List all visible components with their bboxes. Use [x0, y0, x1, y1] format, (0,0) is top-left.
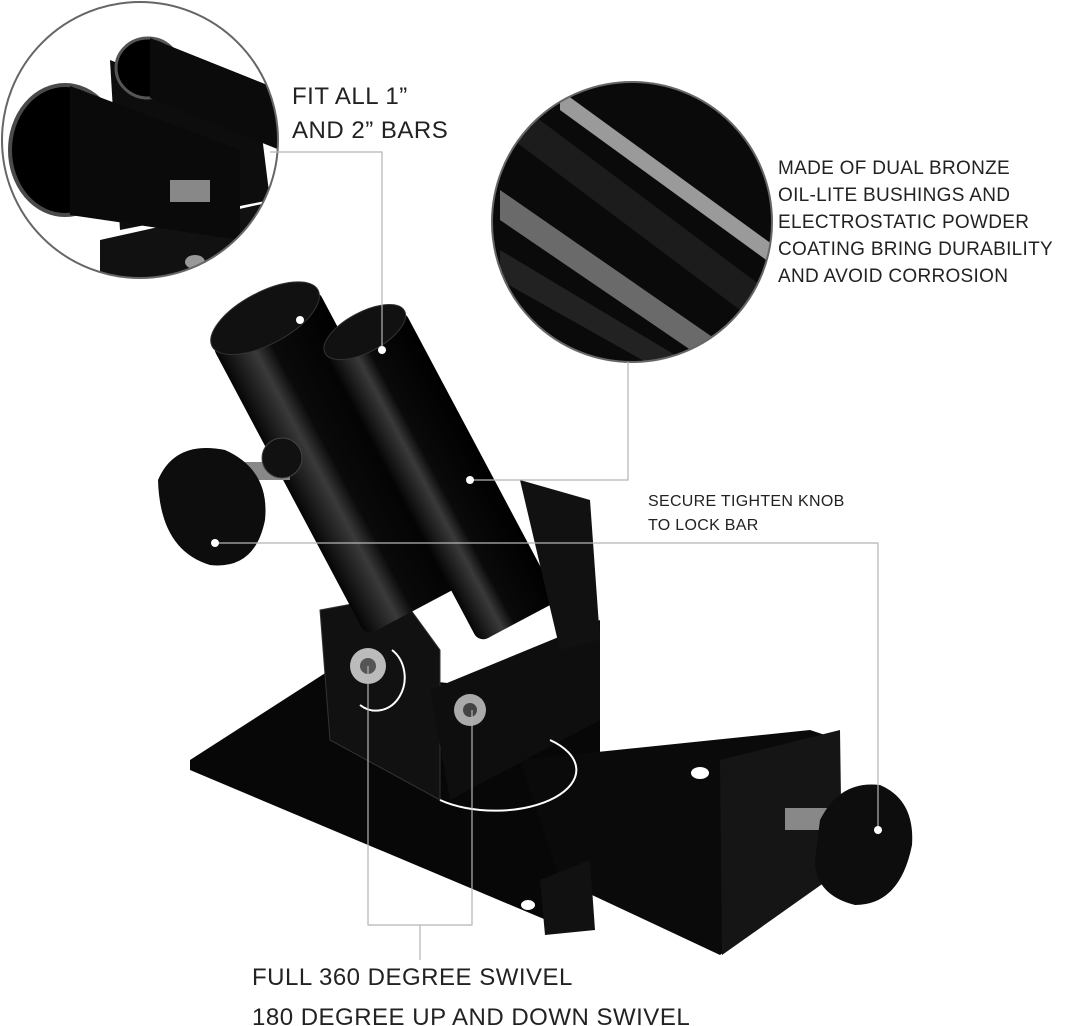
- leader-lines: [215, 151, 879, 960]
- callout-line: MADE OF DUAL BRONZE: [778, 158, 1010, 179]
- callout-line: OIL-LITE BUSHINGS AND: [778, 185, 1011, 206]
- callout-material: MADE OF DUAL BRONZE OIL-LITE BUSHINGS AN…: [778, 155, 1053, 290]
- rotate-arrow-icon: [359, 649, 406, 712]
- callout-line: 180 DEGREE UP AND DOWN SWIVEL: [252, 1004, 691, 1026]
- callout-bars: FIT ALL 1” AND 2” BARS: [292, 80, 448, 148]
- callout-swivel: FULL 360 DEGREE SWIVEL 180 DEGREE UP AND…: [252, 958, 690, 1026]
- callout-line: COATING BRING DURABILITY: [778, 239, 1053, 260]
- callout-line: AND AVOID CORROSION: [778, 266, 1009, 287]
- t-bar-landmine-attachment: [158, 281, 913, 955]
- detail-circle-border: [1, 1, 279, 279]
- detail-circle-coating: [492, 82, 772, 362]
- swivel-arrow-icon: [439, 739, 578, 812]
- detail-circle-tube-ends: [2, 2, 278, 278]
- callout-line: SECURE TIGHTEN KNOB: [648, 493, 845, 510]
- knob-left-icon: [158, 448, 266, 566]
- callout-line: FIT ALL 1”: [292, 83, 408, 110]
- knob-right-icon: [815, 784, 913, 905]
- callout-line: FULL 360 DEGREE SWIVEL: [252, 964, 573, 991]
- callout-line: ELECTROSTATIC POWDER: [778, 212, 1030, 233]
- callout-knob: SECURE TIGHTEN KNOB TO LOCK BAR: [648, 490, 845, 538]
- callout-line: AND 2” BARS: [292, 117, 449, 144]
- leader-dots: [211, 316, 882, 834]
- callout-line: TO LOCK BAR: [648, 517, 759, 534]
